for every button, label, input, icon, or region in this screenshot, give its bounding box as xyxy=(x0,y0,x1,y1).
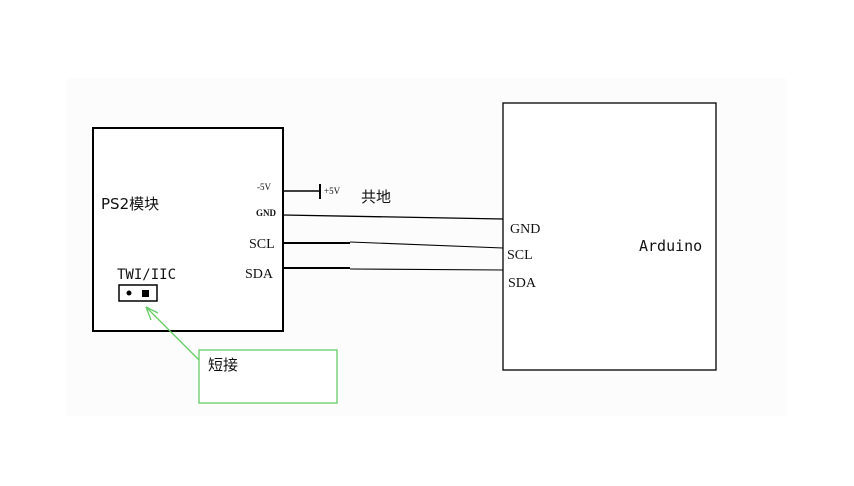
callout-box xyxy=(198,349,338,404)
arduino-title: Arduino xyxy=(639,237,702,255)
jumper-pin-shorted xyxy=(142,290,149,297)
arduino-pin-scl-label: SCL xyxy=(507,248,533,263)
common-ground-label: 共地 xyxy=(361,188,391,206)
ps2-pin-gnd-label: GND xyxy=(256,208,277,218)
jumper-header xyxy=(118,284,158,302)
callout-arrow-head xyxy=(145,306,159,314)
jumper-pin-open xyxy=(126,290,132,296)
wire-scl xyxy=(349,241,504,249)
ps2-pin-sda-label: SDA xyxy=(245,267,274,282)
jumper-label: TWI/IIC xyxy=(117,267,176,283)
wire-sda xyxy=(349,268,504,271)
wire-gnd xyxy=(282,214,504,220)
arduino-box xyxy=(502,102,717,371)
ps2-pin-5v-label: -5V xyxy=(257,182,271,192)
ps2-pin-scl-label: SCL xyxy=(249,237,275,252)
arduino-pin-gnd-label: GND xyxy=(510,222,540,237)
arduino-pin-sda-label: SDA xyxy=(508,276,537,291)
ps2-module-title: PS2模块 xyxy=(101,195,159,213)
callout-label: 短接 xyxy=(208,356,238,374)
power-label: +5V xyxy=(324,186,341,196)
